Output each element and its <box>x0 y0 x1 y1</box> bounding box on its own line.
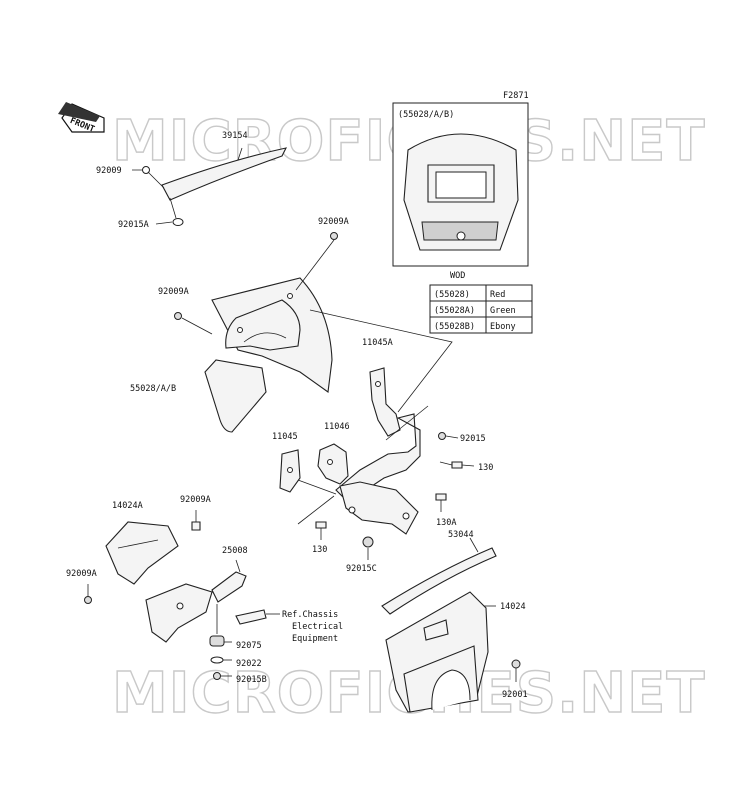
part-92015C-nut <box>362 536 374 560</box>
part-wire-terminal <box>235 609 267 625</box>
color-row-2-part: (55028B) <box>434 322 475 332</box>
part-92015B-nut <box>213 672 232 680</box>
label-14024A: 14024A <box>112 501 143 511</box>
label-92001: 92001 <box>502 690 528 700</box>
part-92022-washer <box>210 656 232 664</box>
label-92009: 92009 <box>96 166 122 176</box>
label-39154: 39154 <box>222 131 248 141</box>
inset-caption: WOD <box>450 271 465 281</box>
label-92009A-mid: 92009A <box>180 495 211 505</box>
color-row-0-color: Red <box>490 290 505 300</box>
color-row-1-part: (55028A) <box>434 306 475 316</box>
label-130-right: 130 <box>478 463 493 473</box>
part-92001-screw <box>511 659 521 682</box>
label-92015A: 92015A <box>118 220 149 230</box>
label-92015B: 92015B <box>236 675 267 685</box>
part-39154-trim <box>161 147 288 201</box>
part-92009A-left-screw <box>174 312 182 320</box>
part-92009A-bottom-screw <box>84 584 92 604</box>
label-92075: 92075 <box>236 641 262 651</box>
part-headlight-stay <box>335 405 429 535</box>
part-25008-bracket <box>145 559 247 643</box>
inset-title: (55028/A/B) <box>398 110 454 120</box>
color-row-0-part: (55028) <box>434 290 470 300</box>
part-92075-grommet <box>209 635 232 647</box>
part-130A-bolt <box>435 493 447 512</box>
figure-code: F2871 <box>503 91 529 101</box>
color-row-1-color: Green <box>490 306 516 316</box>
label-ref-line-2: Electrical <box>292 622 343 632</box>
part-11046-bracket <box>317 443 349 485</box>
label-92022: 92022 <box>236 659 262 669</box>
part-92009-screw <box>142 166 150 174</box>
label-53044: 53044 <box>448 530 474 540</box>
part-92015-nut <box>438 432 446 440</box>
part-92009A-top-screw <box>330 232 338 240</box>
part-11045A-bracket <box>369 367 401 437</box>
part-92009A-mid-screw <box>191 510 201 531</box>
color-table: (55028) Red (55028A) Green (55028B) Ebon… <box>429 284 533 334</box>
part-92015A-clip <box>172 218 184 226</box>
label-11045A: 11045A <box>362 338 393 348</box>
part-53044-strip <box>381 537 497 615</box>
part-130-bolt-right <box>439 461 475 469</box>
front-arrow-icon: FRONT <box>58 102 105 135</box>
label-130A: 130A <box>436 518 456 528</box>
label-55028: 55028/A/B <box>130 384 176 394</box>
label-92015C: 92015C <box>346 564 377 574</box>
label-ref-line-3: Equipment <box>292 634 338 644</box>
inset-box: (55028/A/B) <box>392 102 529 267</box>
label-92009A-bottom: 92009A <box>66 569 97 579</box>
label-92009A-left: 92009A <box>158 287 189 297</box>
color-row-2-color: Ebony <box>490 322 516 332</box>
part-11045-bracket <box>279 449 301 493</box>
label-14024: 14024 <box>500 602 526 612</box>
part-55028-fairing <box>204 277 333 433</box>
label-25008: 25008 <box>222 546 248 556</box>
label-130-left: 130 <box>312 545 327 555</box>
label-92015: 92015 <box>460 434 486 444</box>
label-ref-line-1: Ref.Chassis <box>282 610 338 620</box>
label-11046: 11046 <box>324 422 350 432</box>
part-14024A-cover <box>105 521 179 585</box>
label-92009A-top: 92009A <box>318 217 349 227</box>
part-14024-cover <box>385 591 496 713</box>
part-130-bolt-left <box>315 521 327 540</box>
label-11045: 11045 <box>272 432 298 442</box>
